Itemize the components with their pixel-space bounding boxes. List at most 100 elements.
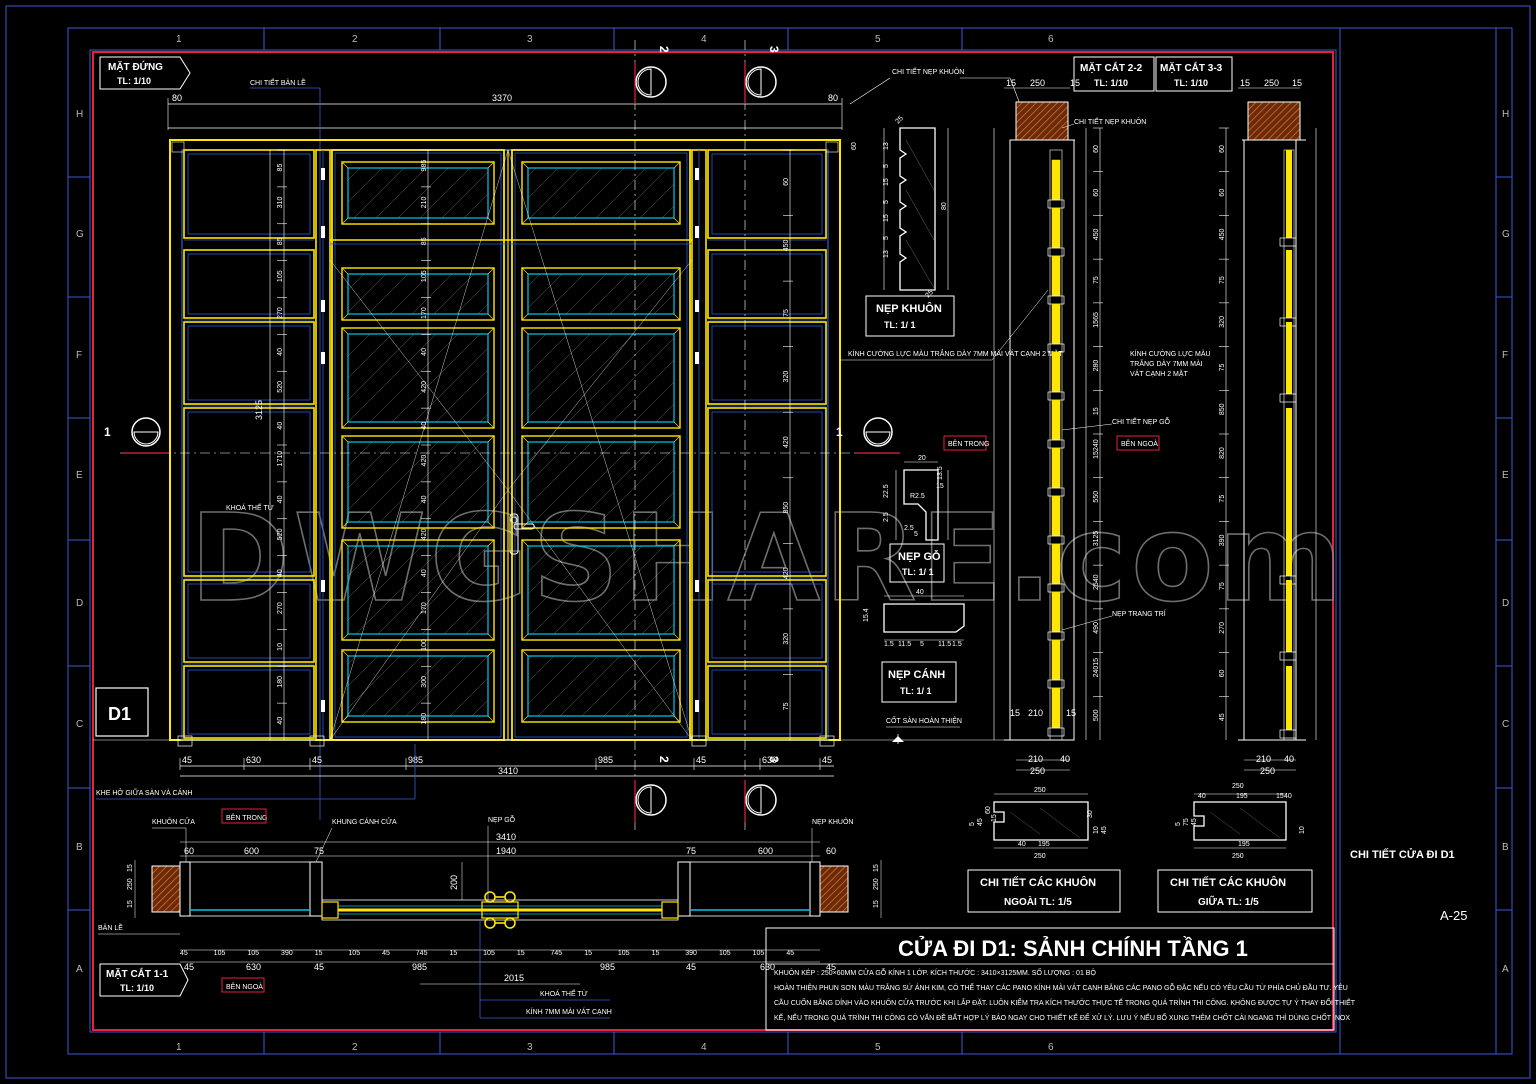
s33-bottom-dim-0: 210 <box>1256 754 1271 764</box>
plan-callout-3: NẸP GỖ <box>488 815 516 824</box>
grid-row-left-A: A <box>76 964 83 975</box>
middle-frame-dim-1: 40 <box>1198 793 1206 800</box>
section-2-2-scale-text: TL: 1/10 <box>1094 78 1128 88</box>
door-leaves <box>321 149 699 741</box>
middle-frame-dim-7: 45 <box>1191 818 1198 826</box>
section-2-2-label: MẶT CẮT 2-2 TL: 1/10 <box>1073 56 1155 92</box>
plan-top-dim-4: 600 <box>758 846 773 856</box>
plan-top-dim-0: 60 <box>184 846 194 856</box>
s33-top-dim-1: 250 <box>1264 78 1279 88</box>
s33-height-8: 75 <box>1219 495 1226 503</box>
section-mark-3-top-text: 3 <box>767 46 781 53</box>
elev-door-height-0: 985 <box>421 160 428 172</box>
middle-frame-dim-8: 10 <box>1299 826 1306 834</box>
section-mark-1-left-text: 1 <box>104 425 111 439</box>
plan-overall-width: 3410 <box>496 832 516 842</box>
plan-bottom-b-dim-6: 630 <box>760 962 775 972</box>
wood-trim-dim-6: 2.5 <box>904 525 914 532</box>
s22-height-7: 15240 <box>1093 439 1100 459</box>
grid-col-bottom-3: 3 <box>527 1042 533 1053</box>
elev-left-height-9: 40 <box>277 495 284 503</box>
grid-col-top-5: 5 <box>875 34 881 45</box>
grid-col-bottom-1: 1 <box>176 1042 182 1053</box>
elev-bottom-dim-3: 985 <box>408 755 423 765</box>
elev-right-height-8: 75 <box>783 702 790 710</box>
sash-trim-dim-2: 1.5 <box>884 641 894 648</box>
s22-top-dim-2: 15 <box>1070 78 1080 88</box>
elev-bottom-dim-2: 45 <box>312 755 322 765</box>
plan-scale-text: TL: 1/10 <box>120 983 154 993</box>
elev-door-height-11: 40 <box>421 569 428 577</box>
elev-left-height-10: 520 <box>277 528 284 540</box>
s22-bottom-dim-2: 15 <box>1066 708 1076 718</box>
plan-bottom-b-dim-4: 985 <box>600 962 615 972</box>
grid-col-top-3: 3 <box>527 34 533 45</box>
s22-height-0: 60 <box>1093 145 1100 153</box>
plan-side-dim-left-0: 15 <box>127 864 134 872</box>
plan-top-dim-1: 600 <box>244 846 259 856</box>
elev-left-height-0: 85 <box>277 164 284 172</box>
outer-frame-dim-0: 250 <box>1034 787 1046 794</box>
outer-frame-dim-7: 250 <box>1034 853 1046 860</box>
plan-dim-200: 200 <box>449 875 459 890</box>
plan-side-dim-right-0: 15 <box>873 864 880 872</box>
section-mark-1-left: 1 <box>104 417 168 454</box>
elev-door-height-7: 40 <box>421 422 428 430</box>
elevation-bottom-width: 3410 <box>498 766 518 776</box>
s33-height-5: 75 <box>1219 364 1226 372</box>
plan-top-dim-2: 75 <box>314 846 324 856</box>
elev-left-height-1: 310 <box>277 197 284 209</box>
frame-trim-dim-8: 25 <box>894 115 905 126</box>
middle-frame-dim-2: 195 <box>1236 793 1248 800</box>
elev-door-height-14: 300 <box>421 676 428 688</box>
s33-height-12: 60 <box>1219 670 1226 678</box>
frame-trim-dim-9: 25 <box>924 289 935 300</box>
section-mark-3-bottom-text: 3 <box>767 756 781 763</box>
grid-row-right-E: E <box>1502 470 1509 481</box>
plan-handles <box>484 891 516 929</box>
plan-bottom-b-dim-5: 45 <box>686 962 696 972</box>
grid-col-top-6: 6 <box>1048 34 1054 45</box>
elev-right-height-1: 450 <box>783 240 790 252</box>
frame-trim-dim-0: 13 <box>883 142 890 150</box>
plan-bottom-b-dim-0: 45 <box>184 962 194 972</box>
plan-top-dim-3: 75 <box>686 846 696 856</box>
plan-bottom-a-dim-9: 105 <box>483 950 495 957</box>
section-mark-1-right-text: 1 <box>836 425 843 439</box>
plan-side-dim-right-1: 250 <box>873 878 880 890</box>
title-block: CỬA ĐI D1: SẢNH CHÍNH TẦNG 1 KHUÔN KÉP :… <box>765 927 1356 1031</box>
section-3-3-scale-text: TL: 1/10 <box>1174 78 1208 88</box>
wood-trim-title: NẸP GỖ <box>898 550 941 563</box>
frame-trim-dim-6: 13 <box>883 250 890 258</box>
elev-left-height-2: 85 <box>277 237 284 245</box>
s22-height-4: 1565 <box>1093 312 1100 328</box>
frame-detail-middle-subtitle: GIỮA TL: 1/5 <box>1198 895 1259 908</box>
plan-bottom-a-dim-2: 105 <box>247 950 259 957</box>
middle-frame-dim-9: 195 <box>1238 841 1250 848</box>
s22-callout-2: CHI TIẾT NẸP GỖ <box>1112 416 1171 426</box>
grid-row-right-F: F <box>1502 350 1508 361</box>
plan-bottom-a-dim-17: 105 <box>753 950 765 957</box>
frame-trim-dim-5: 5 <box>883 236 890 240</box>
section-3-3-label-text: MẶT CẮT 3-3 <box>1160 61 1223 74</box>
section-3-3-label: MẶT CẮT 3-3 TL: 1/10 <box>1155 56 1233 92</box>
wood-trim-scale: TL: 1/ 1 <box>902 567 934 577</box>
spec-line-3: CẦU CUỐN BĂNG DÍNH VÀO KHUÔN CỬA TRƯỚC K… <box>774 997 1356 1007</box>
frame-trim-dim-7: 80 <box>941 202 948 210</box>
sash-trim-dim-1: 15.4 <box>863 608 870 622</box>
s22-bottom-dim-0: 15 <box>1010 708 1020 718</box>
s22-height-11: 490 <box>1093 622 1100 634</box>
s33-height-2: 450 <box>1219 228 1226 240</box>
grid-row-right-G: G <box>1502 229 1510 240</box>
s22-height-10: 2540 <box>1093 574 1100 590</box>
elev-left-height-4: 270 <box>277 307 284 319</box>
wood-trim-dim-4: R2.5 <box>910 493 925 500</box>
elev-bottom-dim-4: 985 <box>598 755 613 765</box>
plan-bottom-a-dim-16: 105 <box>719 950 731 957</box>
grid-col-top-4: 4 <box>701 34 707 45</box>
frame-trim-dim-2: 15 <box>883 178 890 186</box>
